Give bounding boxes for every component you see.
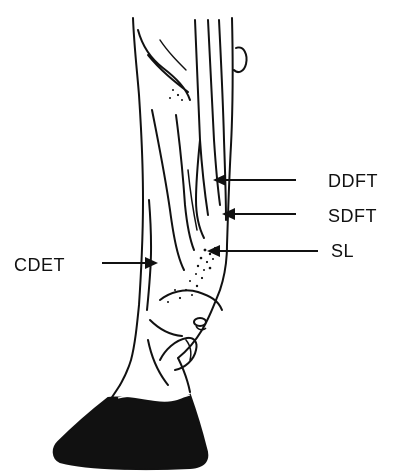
cdet-line xyxy=(147,200,151,310)
label-cdet: CDET xyxy=(14,256,65,274)
sl-arrowhead xyxy=(207,245,220,257)
limb-front-outline xyxy=(120,18,143,385)
ddft-arrowhead xyxy=(213,174,226,186)
label-ddft: DDFT xyxy=(328,172,378,190)
label-sl: SL xyxy=(331,242,354,260)
label-sdft: SDFT xyxy=(328,207,377,225)
hoof xyxy=(54,395,208,469)
